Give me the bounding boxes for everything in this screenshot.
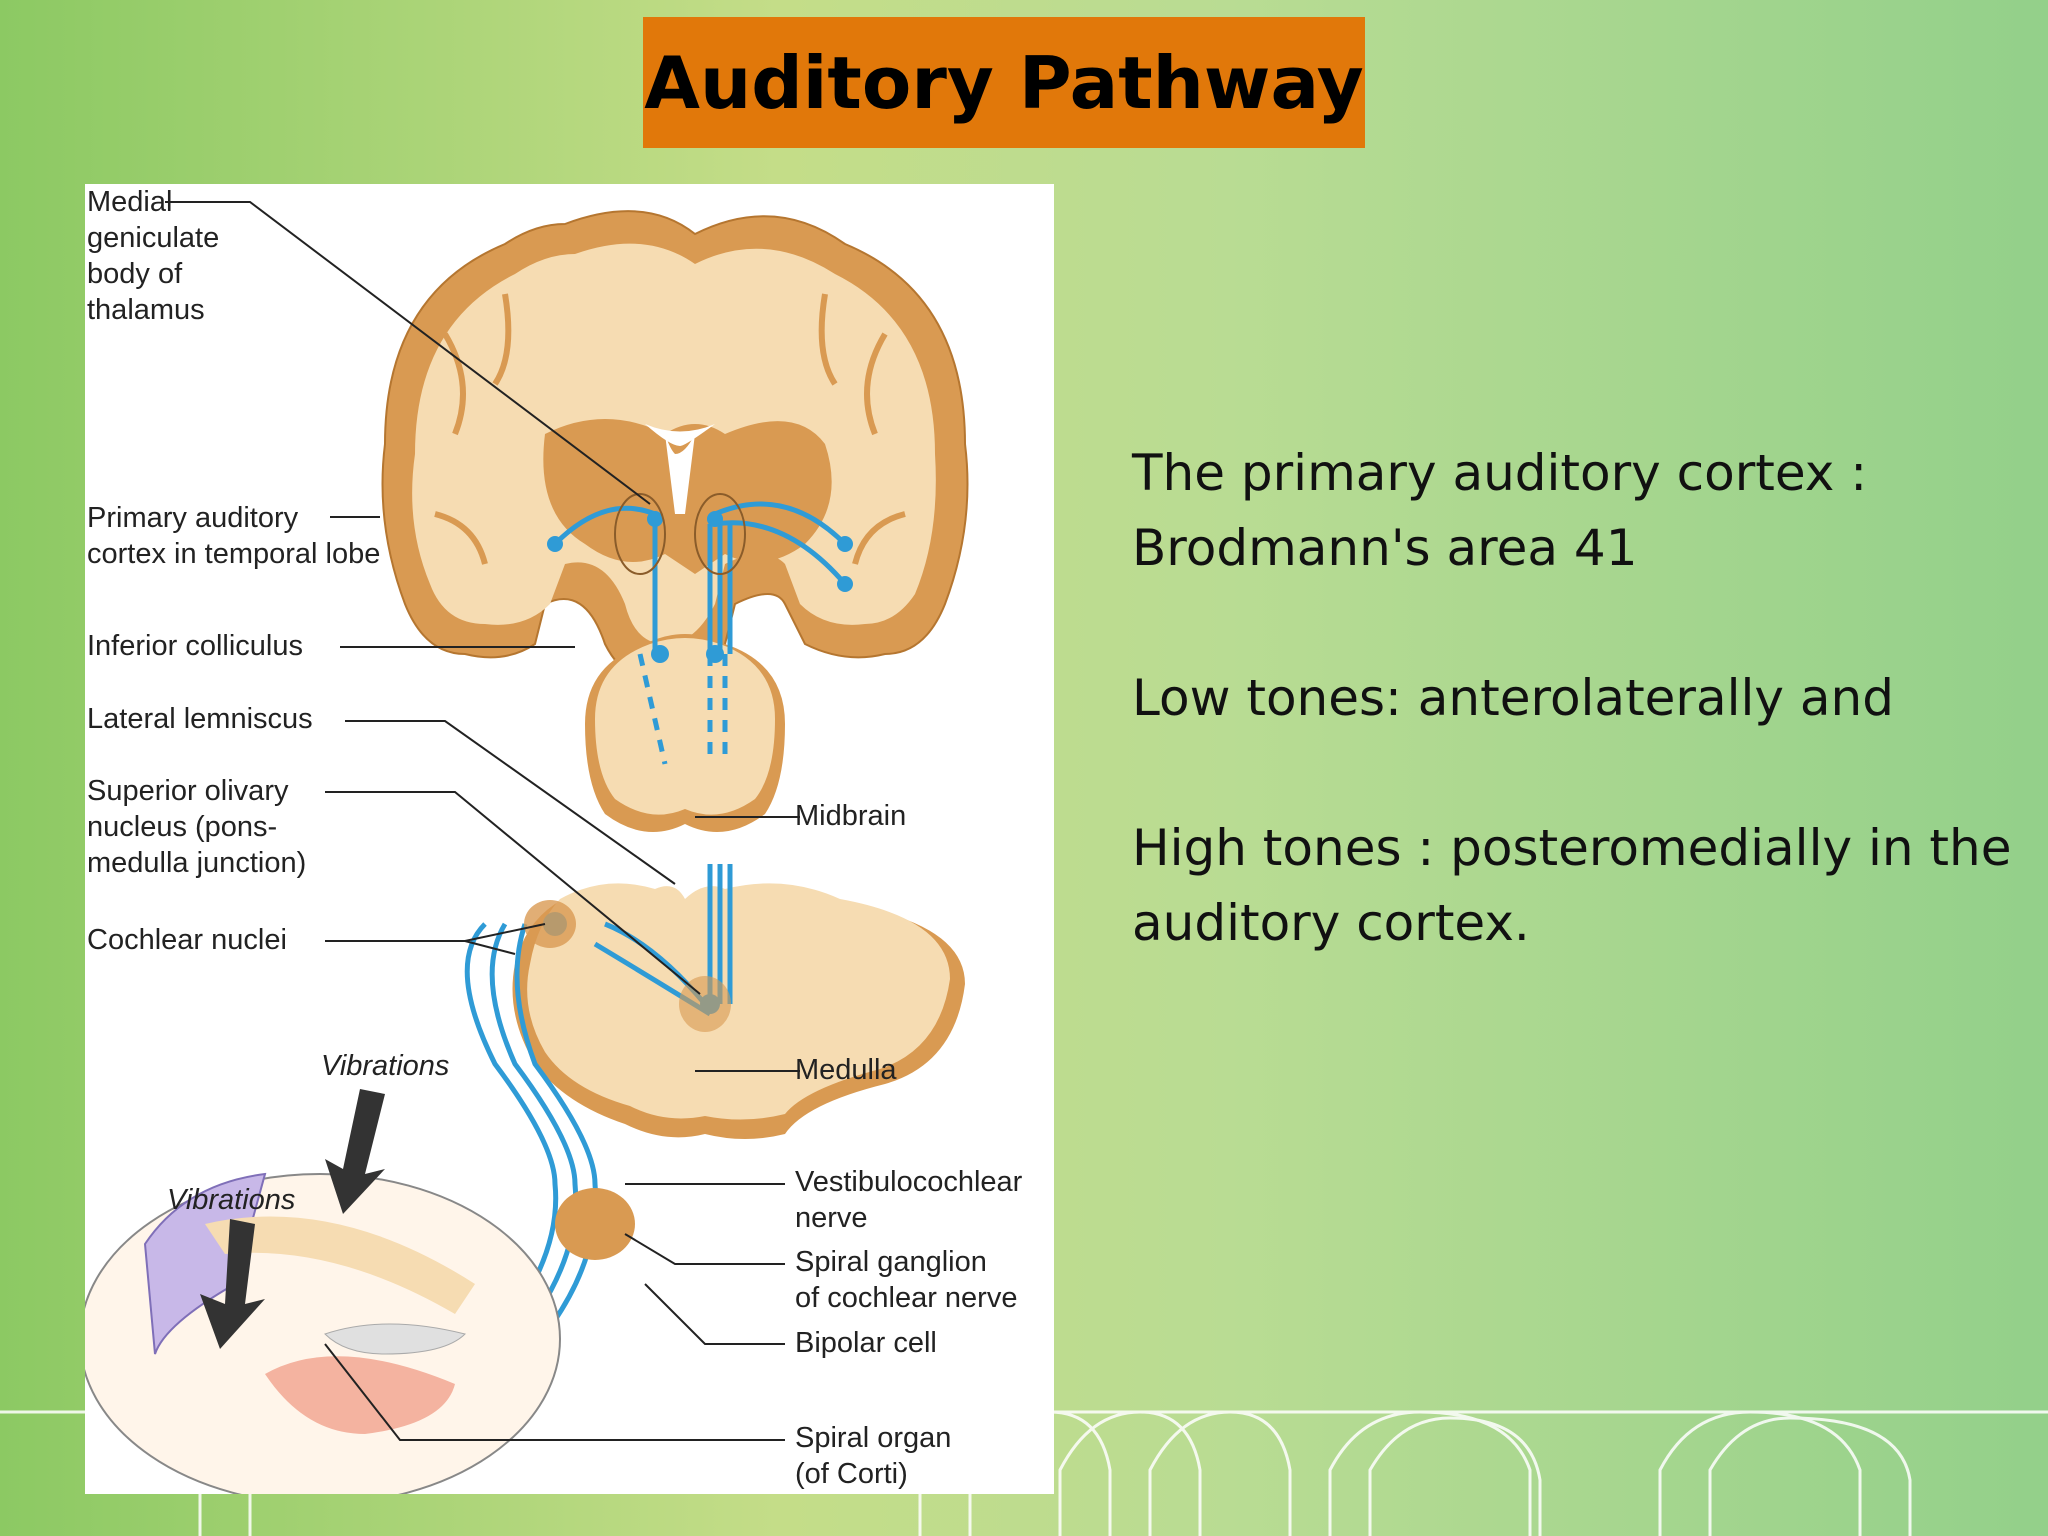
label-vibrations-upper: Vibrations bbox=[321, 1050, 450, 1082]
label-primary-auditory-cortex: Primary auditory cortex in temporal lobe bbox=[87, 500, 380, 572]
body-line-4: High tones : posteromedially in the bbox=[1132, 819, 2012, 877]
label-line: thalamus bbox=[87, 294, 205, 326]
label-inferior-colliculus: Inferior colliculus bbox=[87, 630, 303, 662]
label-line: nucleus (pons- bbox=[87, 811, 278, 843]
cerebrum-section bbox=[381, 210, 969, 686]
label-line: Primary auditory bbox=[87, 502, 299, 534]
spiral-ganglion-shape bbox=[555, 1188, 635, 1260]
label-line: Superior olivary bbox=[87, 775, 289, 807]
body-line-1: The primary auditory cortex : bbox=[1132, 444, 1868, 502]
label-line: nerve bbox=[795, 1202, 868, 1234]
label-cochlear-nuclei: Cochlear nuclei bbox=[87, 924, 287, 956]
label-medulla: Medulla bbox=[795, 1054, 897, 1086]
label-line: geniculate bbox=[87, 222, 220, 254]
body-line-2: Brodmann's area 41 bbox=[1132, 519, 1638, 577]
label-vestibulocochlear-nerve: Vestibulocochlear nerve bbox=[795, 1164, 1022, 1236]
midbrain-section bbox=[585, 634, 785, 832]
spacer bbox=[1132, 736, 2032, 811]
label-line: (of Corti) bbox=[795, 1458, 908, 1490]
label-line: medulla junction) bbox=[87, 847, 307, 879]
label-line: Vestibulocochlear bbox=[795, 1166, 1023, 1198]
auditory-pathway-diagram: Medial geniculate body of thalamus Prima… bbox=[85, 184, 1054, 1494]
label-medial-geniculate: Medial geniculate body of thalamus bbox=[87, 184, 219, 328]
label-line: body of bbox=[87, 258, 183, 290]
label-vibrations-lower: Vibrations bbox=[167, 1184, 296, 1216]
title-banner: Auditory Pathway bbox=[643, 17, 1365, 148]
label-line: Medial bbox=[87, 186, 173, 218]
label-line: of cochlear nerve bbox=[795, 1282, 1018, 1314]
label-line: Spiral ganglion bbox=[795, 1246, 987, 1278]
body-line-5: auditory cortex. bbox=[1132, 894, 1530, 952]
leader-lines bbox=[165, 201, 800, 1441]
label-spiral-ganglion: Spiral ganglion of cochlear nerve bbox=[795, 1244, 1017, 1316]
label-line: Spiral organ bbox=[795, 1422, 952, 1454]
label-spiral-organ: Spiral organ (of Corti) bbox=[795, 1420, 951, 1492]
body-line-3: Low tones: anterolaterally and bbox=[1132, 669, 1894, 727]
slide-title: Auditory Pathway bbox=[644, 40, 1364, 125]
spacer bbox=[1132, 586, 2032, 661]
label-line: cortex in temporal lobe bbox=[87, 538, 381, 570]
body-text: The primary auditory cortex : Brodmann's… bbox=[1132, 436, 2032, 961]
label-lateral-lemniscus: Lateral lemniscus bbox=[87, 703, 313, 735]
diagram-illustration bbox=[85, 201, 969, 1494]
label-bipolar-cell: Bipolar cell bbox=[795, 1327, 937, 1359]
label-superior-olivary: Superior olivary nucleus (pons- medulla … bbox=[87, 773, 306, 881]
label-midbrain: Midbrain bbox=[795, 800, 907, 832]
medulla-section bbox=[512, 883, 965, 1139]
cochlea-illustration bbox=[85, 1089, 561, 1494]
